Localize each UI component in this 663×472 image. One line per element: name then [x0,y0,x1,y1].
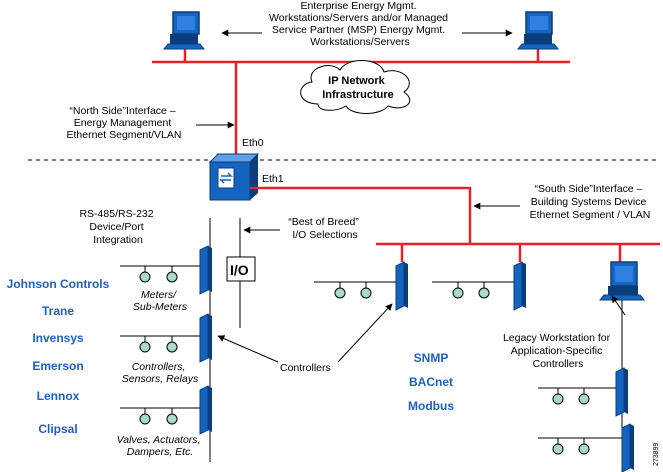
best-of-breed-line-2: I/O Selections [292,229,357,241]
io-box [226,256,256,282]
controllers-arrow-left [217,335,279,363]
north-label-line-1: “North Side”Interface – [69,105,175,117]
south-label-line-3: Ethernet Segment / VLAN [530,209,651,221]
enterprise-label-line-4: Workstations/Servers [310,36,410,48]
protocol-snmp: SNMP [414,351,449,365]
enterprise-label-line-2: Workstations/Servers and/or Managed [269,12,448,24]
south-label-line-1: “South Side”Interface – [535,183,643,195]
svg-text:Controllers, Sensors, Rela: Controllers, Sensors, Relays [122,361,199,385]
rs485-label-line-2: Device/Port [89,221,143,233]
svg-text:“North Side”Interface – En: “North Side”Interface – Energy Managemen… [67,105,182,141]
protocol-list: SNMP BACnet Modbus [408,351,454,413]
io-label: I/O [230,262,249,278]
best-of-breed-line-1: “Best of Breed” [288,216,359,228]
svg-text:IP Network Infrastructure: IP Network Infrastructure [322,75,394,101]
enterprise-label-line-3: Service Partner (MSP) Energy Mgmt. [272,24,445,36]
vendor-johnson-controls: Johnson Controls [7,277,110,291]
controllers-sensors-line-1: Controllers, [132,361,186,373]
legacy-label-line-2: Application-Specific [511,345,603,357]
north-label-line-2: Energy Management [74,117,172,129]
controller-device-group [120,313,212,363]
legacy-workstation-icon [598,261,646,301]
valve-device-group [120,385,212,435]
south-controller-1 [314,261,408,311]
vendor-invensys: Invensys [32,331,84,345]
meter-device-group [120,245,212,295]
legacy-label-line-1: Legacy Workstation for [503,332,611,344]
protocol-modbus: Modbus [408,399,454,413]
controllers-arrow-right [337,303,393,363]
vendor-list: Johnson Controls Trane Invensys Emerson … [7,277,110,436]
valves-label-line-1: Valves, Actuators, [117,434,201,446]
meters-label-line-2: Sub-Meters [133,301,188,313]
protocol-bacnet: BACnet [409,375,453,389]
gateway-appliance-icon [208,153,260,201]
svg-text:Meters/ Sub-Meters: Meters/ Sub-Meters [133,289,188,313]
enterprise-workstation-right-icon [516,11,560,50]
svg-text:Legacy Workstation for App: Legacy Workstation for Application-Speci… [503,332,613,370]
svg-text:Enterprise Energy Mgmt. Wo: Enterprise Energy Mgmt. Workstations/Ser… [269,0,451,48]
eth1-label: Eth1 [262,173,284,185]
controllers-label: Controllers [280,362,331,374]
controllers-sensors-line-2: Sensors, Relays [122,373,199,385]
vendor-emerson: Emerson [32,359,83,373]
south-label-line-2: Building Systems Device [531,196,647,208]
enterprise-label-line-1: Enterprise Energy Mgmt. [300,0,416,12]
ip-network-cloud-icon [300,60,411,114]
south-uplink [250,186,472,244]
vendor-trane: Trane [42,304,74,318]
eth0-label: Eth0 [242,137,264,149]
vendor-clipsal: Clipsal [38,422,77,436]
legacy-controller-2 [538,423,634,472]
meters-label-line-1: Meters/ [141,289,177,301]
vendor-lennox: Lennox [37,389,80,403]
svg-text:Valves, Actuators, Dampers: Valves, Actuators, Dampers, Etc. [117,434,204,458]
cloud-label-line-2: Infrastructure [322,89,394,101]
svg-text:“South Side”Interface – Bu: “South Side”Interface – Building Systems… [530,183,651,221]
enterprise-workstation-left-icon [162,11,206,50]
south-controller-2 [432,261,526,311]
legacy-arrow [611,295,626,316]
legacy-label-line-3: Controllers [533,358,584,370]
rs485-label-line-1: RS-485/RS-232 [79,208,153,220]
svg-text:RS-485/RS-232 Device/Port: RS-485/RS-232 Device/Port Integration [79,208,156,246]
svg-text:“Best of Breed” I/O Select: “Best of Breed” I/O Selections [288,216,362,241]
legacy-controller-1 [538,367,628,417]
figure-id: 273899 [653,443,660,466]
rs485-label-line-3: Integration [93,234,143,246]
valves-label-line-2: Dampers, Etc. [127,446,194,458]
cloud-label-line-1: IP Network [328,75,386,87]
north-label-line-3: Ethernet Segment/VLAN [67,129,182,141]
